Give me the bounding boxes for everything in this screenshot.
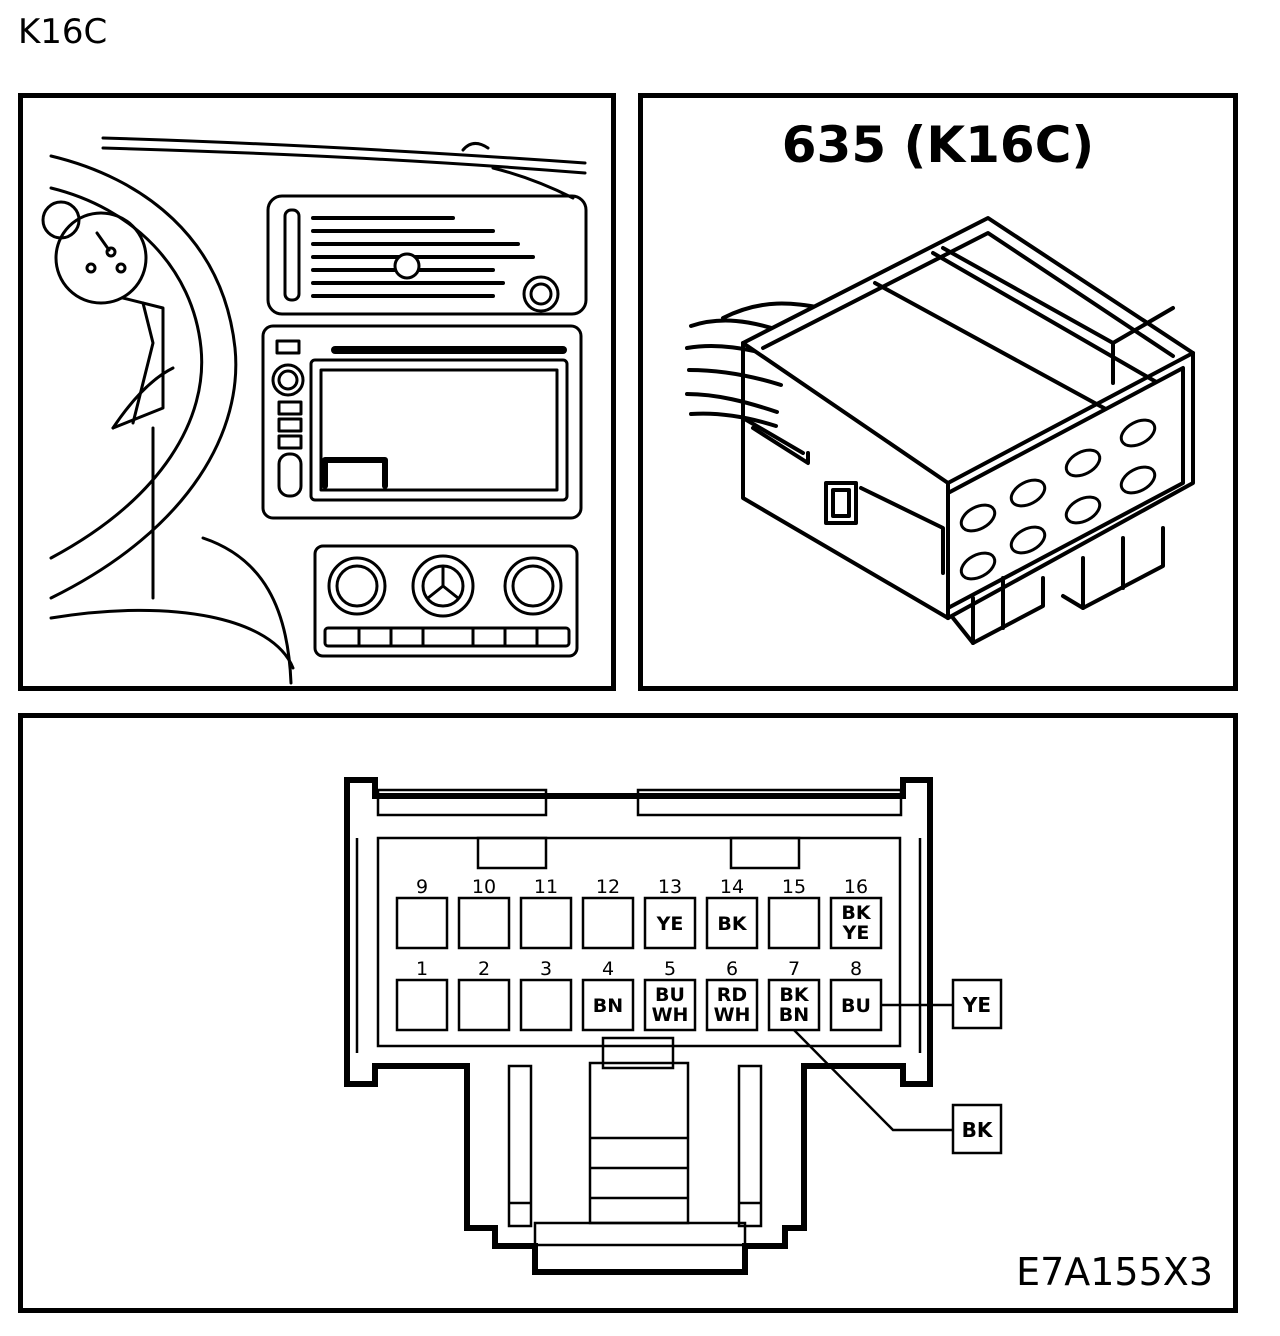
- pin-cavity: [705, 978, 759, 1032]
- pin-cavity: [767, 978, 821, 1032]
- pin-number: 5: [664, 958, 676, 980]
- pin-number: 14: [720, 876, 744, 898]
- pin-cavity: [519, 978, 573, 1032]
- pin-cavity: [767, 896, 821, 950]
- pin-number: 12: [596, 876, 620, 898]
- external-wires-layer: YE BK: [793, 978, 1003, 1155]
- pin-9: 9: [395, 876, 449, 950]
- pin-4: 4BN: [581, 958, 635, 1032]
- wire-color-label: RD: [717, 984, 747, 1006]
- wire-color-label: BN: [593, 995, 623, 1017]
- dashboard-drawing: [41, 136, 588, 685]
- pin-number: 13: [658, 876, 682, 898]
- pin-number: 8: [850, 958, 862, 980]
- pin-number: 16: [844, 876, 868, 898]
- wire-color-label: WH: [714, 1004, 751, 1026]
- pin-cavity: [829, 978, 883, 1032]
- wire-leader: [793, 1029, 953, 1132]
- wire-callout-label: BK: [962, 1118, 994, 1142]
- wire-color-label: BK: [779, 984, 809, 1006]
- pin-2: 2: [457, 958, 511, 1032]
- pin-number: 4: [602, 958, 614, 980]
- pin-11: 11: [519, 876, 573, 950]
- pin-number: 2: [478, 958, 490, 980]
- pin-12: 12: [581, 876, 635, 950]
- pin-cavity: [395, 896, 449, 950]
- pin-number: 1: [416, 958, 428, 980]
- wire-color-label: BN: [779, 1004, 809, 1026]
- external-wire-ye: YE: [881, 978, 1003, 1030]
- pin-cavity: [829, 896, 883, 950]
- pin-cavity: [519, 896, 573, 950]
- pin-10: 10: [457, 876, 511, 950]
- wire-callout-label: YE: [962, 993, 991, 1017]
- pin-cavity: [457, 896, 511, 950]
- figure-id: E7A155X3: [1016, 1250, 1213, 1294]
- wire-color-label: WH: [652, 1004, 689, 1026]
- page-label: K16C: [18, 12, 108, 52]
- pin-number: 3: [540, 958, 552, 980]
- pin-3: 3: [519, 958, 573, 1032]
- connector-panel: 635 (K16C): [638, 93, 1238, 691]
- pin-1: 1: [395, 958, 449, 1032]
- pin-number: 11: [534, 876, 558, 898]
- pin-cavity: [457, 978, 511, 1032]
- pin-cavity: [581, 978, 635, 1032]
- pin-15: 15: [767, 876, 821, 950]
- pin-cavity: [581, 896, 635, 950]
- wire-callout-box: [951, 1103, 1003, 1155]
- location-panel: [18, 93, 616, 691]
- pin-number: 9: [416, 876, 428, 898]
- connector-title: 635 (K16C): [781, 116, 1095, 174]
- wire-color-label: BK: [841, 902, 871, 924]
- pin-number: 7: [788, 958, 800, 980]
- pin-number: 15: [782, 876, 806, 898]
- pin-number: 6: [726, 958, 738, 980]
- wire-color-label: BU: [841, 995, 871, 1017]
- wire-color-label: YE: [656, 913, 684, 935]
- pin-cavity: [705, 896, 759, 950]
- connector-3d-drawing: [685, 216, 1195, 645]
- pin-8: 8BU: [829, 958, 883, 1032]
- pin-cavity: [395, 978, 449, 1032]
- wire-callout-box: [951, 978, 1003, 1030]
- external-wire-bk: BK: [793, 1029, 1003, 1155]
- wire-color-label: YE: [842, 922, 870, 944]
- pin-cavity: [643, 896, 697, 950]
- pin-cavity: [643, 978, 697, 1032]
- wire-color-label: BU: [655, 984, 685, 1006]
- wire-color-label: BK: [717, 913, 747, 935]
- pin-number: 10: [472, 876, 496, 898]
